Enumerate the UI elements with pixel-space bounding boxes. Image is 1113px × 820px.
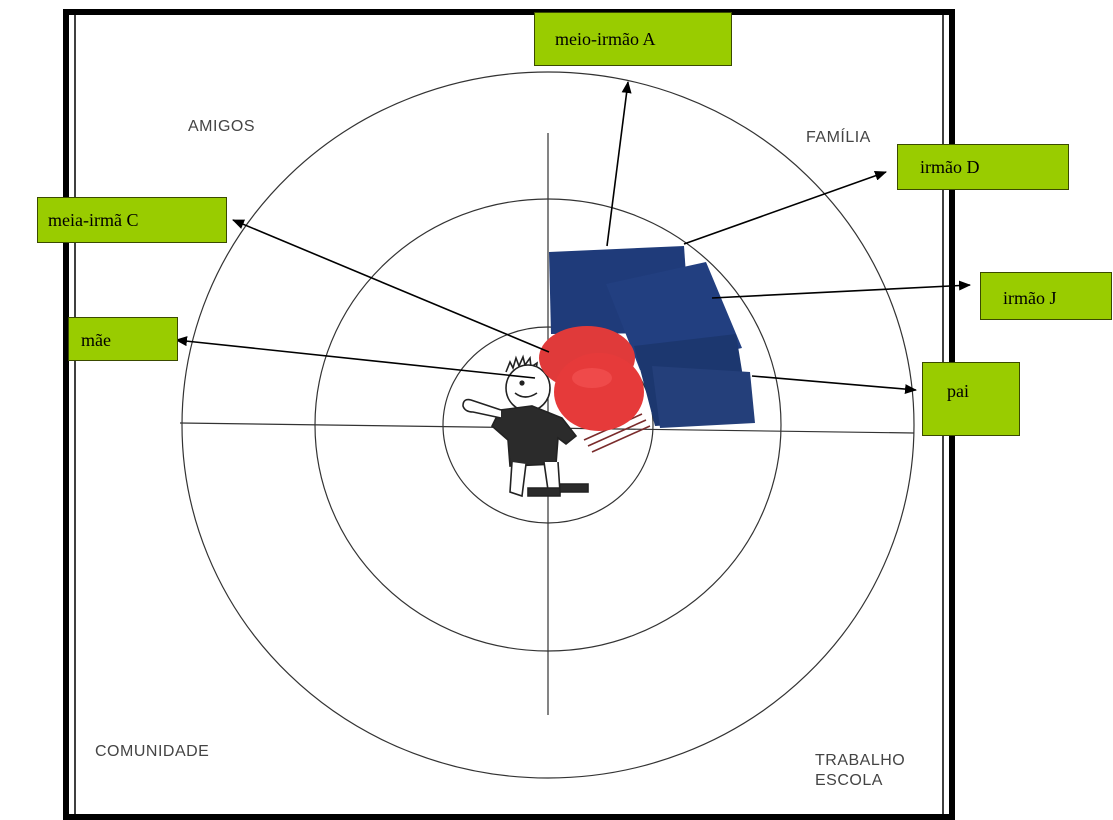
child-head bbox=[505, 364, 551, 412]
callout-meia-irma-c: meia-irmã C bbox=[37, 197, 227, 243]
arrow-mae bbox=[175, 336, 536, 379]
quadrant-label-familia: FAMÍLIA bbox=[806, 129, 871, 146]
callout-meio-irmao-a: meio-irmão A bbox=[534, 12, 732, 66]
outer-circle bbox=[181, 71, 915, 779]
quadrant-label-trabalho-line2: ESCOLA bbox=[815, 772, 883, 789]
callout-pai: pai bbox=[922, 362, 1020, 436]
child-shoes bbox=[527, 483, 589, 497]
red-sticker-shine bbox=[572, 368, 612, 388]
red-stickers bbox=[539, 326, 644, 431]
callout-mae: mãe bbox=[68, 317, 178, 361]
quadrant-label-comunidade: COMUNIDADE bbox=[95, 743, 210, 760]
arrow-pai bbox=[751, 375, 917, 395]
arrow-irmao-d bbox=[683, 170, 887, 245]
child-shirt bbox=[491, 405, 578, 467]
callout-irmao-j: irmão J bbox=[980, 272, 1112, 320]
child-arm bbox=[462, 398, 502, 419]
blue-stickers bbox=[549, 246, 755, 428]
arrow-irmao-j bbox=[711, 280, 971, 299]
child-eye bbox=[519, 380, 525, 386]
quadrant-label-trabalho: TRABALHO ESCOLA bbox=[815, 751, 905, 791]
arrows bbox=[175, 81, 971, 395]
arrow-meio-irmao-a bbox=[606, 81, 632, 247]
red-sticker-front bbox=[554, 353, 644, 431]
child-smile bbox=[514, 392, 538, 398]
child-drawing bbox=[462, 354, 651, 498]
arrow-meia-irma-c bbox=[232, 219, 550, 353]
blue-sticker-bottom bbox=[652, 366, 755, 428]
callout-irmao-d: irmão D bbox=[897, 144, 1069, 190]
quadrant-label-amigos: AMIGOS bbox=[188, 118, 256, 135]
quadrant-label-trabalho-line1: TRABALHO bbox=[815, 752, 906, 769]
